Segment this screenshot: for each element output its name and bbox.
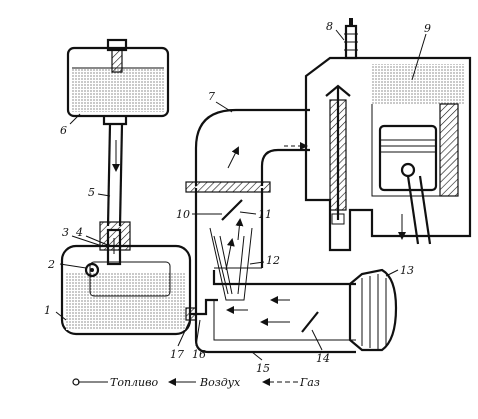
label-12: 12: [266, 254, 280, 267]
label-11: 11: [258, 208, 272, 221]
part-labels: 1 2 3 4 5 6 7 8 9 10 11 12 13 14 15 16 1…: [44, 20, 431, 375]
leader-lines: [55, 29, 427, 361]
label-5: 5: [88, 186, 95, 199]
diffuser: [185, 181, 271, 301]
label-9: 9: [424, 22, 431, 35]
legend-fuel: Топливо: [110, 376, 159, 389]
label-14: 14: [316, 352, 330, 365]
label-4: 4: [75, 226, 83, 239]
float-chamber: [60, 221, 192, 336]
manifold-pipe: [194, 108, 310, 186]
label-17: 17: [170, 348, 184, 361]
flow-legend: Топливо Воздух Газ: [72, 376, 320, 389]
label-2: 2: [47, 258, 55, 271]
engine-cylinder: [304, 18, 472, 252]
air-cleaner: [301, 268, 398, 352]
legend-air: Воздух: [199, 376, 241, 389]
fuel-pipe: [106, 123, 124, 227]
label-16: 16: [192, 348, 206, 361]
label-15: 15: [256, 362, 270, 375]
label-7: 7: [208, 90, 215, 103]
legend-gas: Газ: [299, 376, 320, 389]
label-6: 6: [60, 124, 67, 137]
label-13: 13: [400, 264, 414, 277]
label-10: 10: [176, 208, 190, 221]
intake-pipe: [194, 188, 356, 354]
label-8: 8: [326, 20, 333, 33]
label-3: 3: [62, 226, 69, 239]
fuel-tank: [66, 38, 170, 126]
label-1: 1: [44, 304, 51, 317]
